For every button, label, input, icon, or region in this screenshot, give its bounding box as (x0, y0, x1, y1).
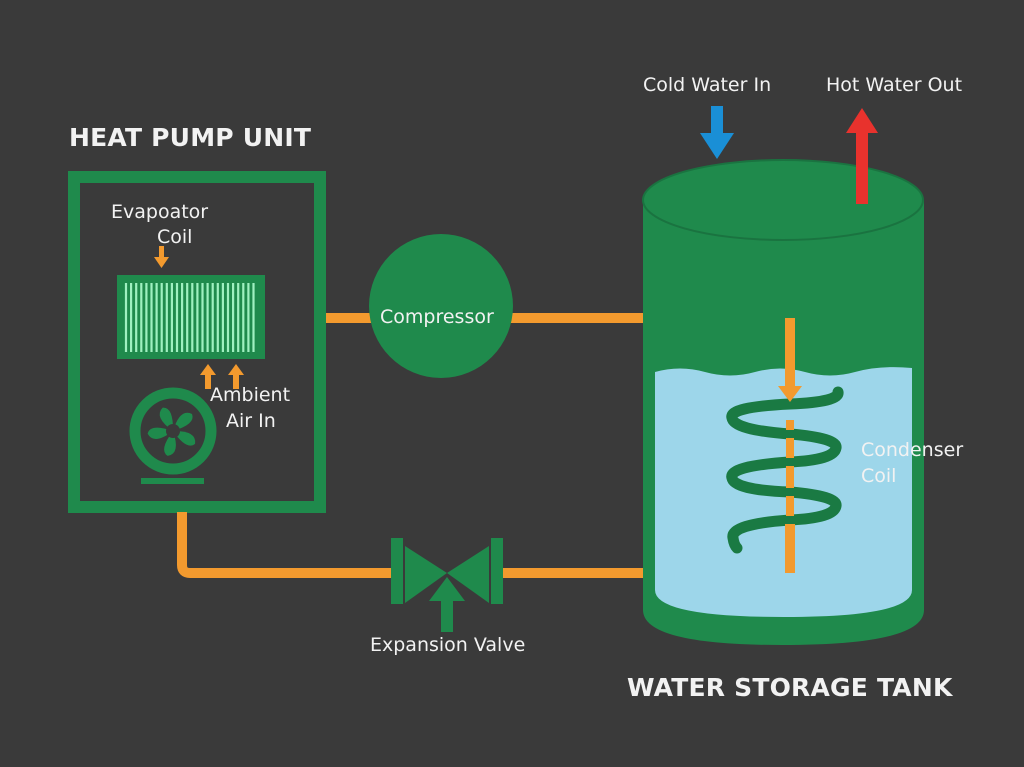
fan-icon (129, 387, 217, 484)
compressor (369, 234, 513, 378)
cold-water-in-arrow-icon (700, 106, 734, 159)
ambient-air-label-line1: Ambient (210, 384, 291, 406)
evaporator-coil (117, 275, 265, 359)
water-storage-tank (642, 159, 924, 645)
heat-pump-housing (68, 171, 326, 513)
compressor-label: Compressor (380, 306, 494, 328)
expansion-valve-icon (391, 538, 503, 632)
ambient-air-arrows-icon (200, 364, 244, 389)
water-storage-tank-title: WATER STORAGE TANK (627, 673, 953, 702)
condenser-coil-label-line2: Coil (861, 465, 897, 487)
heat-pump-unit-title: HEAT PUMP UNIT (69, 123, 312, 152)
ambient-air-label-line2: Air In (226, 410, 276, 432)
hot-water-out-label: Hot Water Out (826, 74, 963, 96)
evaporator-label-line1: Evapoator (111, 201, 209, 223)
cold-water-in-label: Cold Water In (643, 74, 772, 96)
hot-water-out-arrow-icon (846, 108, 878, 204)
condenser-pipe (778, 318, 802, 573)
evaporator-label-line2: Coil (157, 226, 193, 248)
evaporator-inflow-arrow-icon (154, 246, 169, 268)
pipe-valve-to-unit (177, 512, 392, 578)
condenser-coil (726, 386, 844, 554)
condenser-coil-label-line1: Condenser (861, 439, 964, 461)
expansion-valve-label: Expansion Valve (370, 634, 526, 656)
